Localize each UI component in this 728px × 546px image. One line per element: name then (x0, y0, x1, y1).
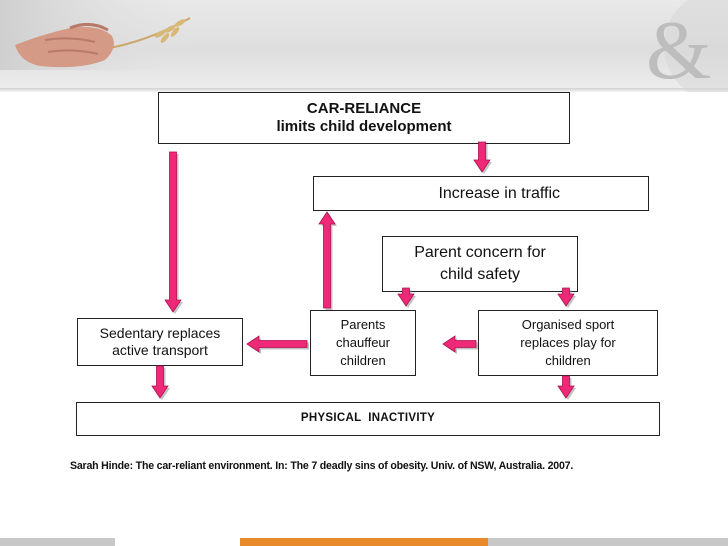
arrow-car-to-sedentary (164, 151, 182, 313)
arrow-car-to-traffic (473, 141, 491, 173)
sedentary-line1: Sedentary replaces (99, 325, 221, 342)
footer-band (0, 538, 728, 546)
arrow-parent-to-chauffeur-shadow (400, 290, 416, 308)
arrow-organised-to-chauffeur (442, 335, 477, 353)
parent-concern-line2: child safety (439, 266, 521, 283)
footer-segment-orange (240, 538, 488, 546)
car-reliance-subtitle: limits child development (276, 118, 452, 135)
hand-holding-wheat-icon (0, 0, 200, 70)
organised-line1: Organised sport (521, 317, 615, 333)
footer-segment-gray-2 (488, 538, 728, 546)
arrow-chauffeur-to-traffic (318, 211, 336, 309)
sedentary-line2: active transport (112, 342, 208, 358)
parent-concern-box: Parent concern for child safety (382, 236, 578, 292)
footer-segment-gray-1 (0, 538, 115, 546)
header-divider (0, 88, 728, 92)
arrow-organised-to-chauffeur-shadow (445, 338, 478, 354)
physical-inactivity-box: PHYSICAL INACTIVITY (76, 402, 660, 436)
organised-line3: children (545, 352, 591, 368)
arrow-organised-to-inactivity-shadow (560, 378, 576, 400)
increase-traffic-label: Increase in traffic (438, 184, 560, 202)
parent-concern-line1: Parent concern for (414, 244, 546, 262)
physical-inactivity-label: PHYSICAL INACTIVITY (300, 412, 436, 425)
arrow-chauffeur-to-sedentary (246, 335, 308, 353)
arrow-chauffeur-to-sedentary-shadow (249, 338, 309, 354)
ampersand-logo-icon: & (646, 0, 728, 92)
arrow-chauffeur-to-traffic-shadow (321, 214, 337, 310)
increase-traffic-box: Increase in traffic (313, 176, 649, 211)
chauffeur-line2: chauffeur (336, 335, 390, 351)
arrow-sedentary-to-inactivity (151, 365, 169, 399)
svg-text:&: & (646, 4, 711, 92)
citation: Sarah Hinde: The car-reliant environment… (70, 460, 574, 472)
arrow-sedentary-to-inactivity-shadow (154, 368, 170, 400)
parents-chauffeur-box: Parents chauffeur children (310, 310, 416, 376)
arrow-car-to-traffic-shadow (476, 144, 492, 174)
car-reliance-title: CAR-RELIANCE (306, 100, 422, 117)
chauffeur-line1: Parents (340, 317, 386, 333)
chauffeur-line3: children (340, 352, 386, 368)
organised-sport-box: Organised sport replaces play for childr… (478, 310, 658, 376)
organised-line2: replaces play for (520, 335, 616, 351)
arrow-parent-to-organised-shadow (560, 290, 576, 308)
car-reliance-box: CAR-RELIANCE limits child development (158, 92, 570, 144)
arrow-organised-to-inactivity (557, 375, 575, 399)
arrow-car-to-sedentary-shadow (167, 154, 183, 314)
sedentary-box: Sedentary replaces active transport (77, 318, 243, 366)
